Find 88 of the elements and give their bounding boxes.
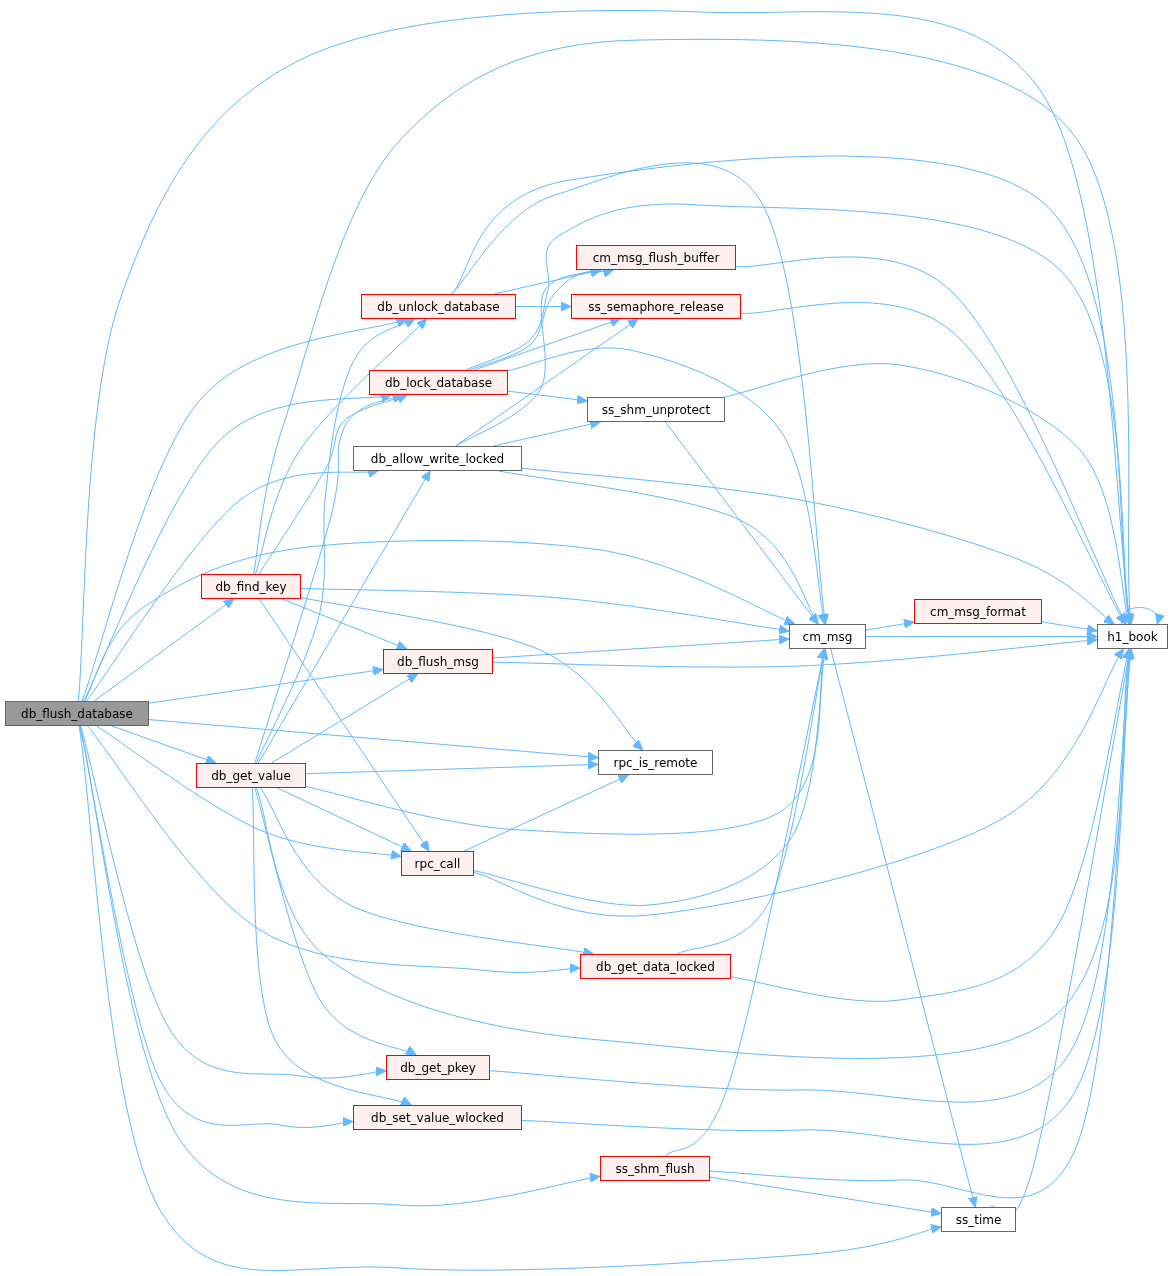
function-name: rpc_call [414, 856, 461, 871]
function-name: db_get_value [211, 768, 291, 783]
call-arrow [254, 787, 417, 1056]
call-arrow [454, 318, 639, 447]
call-arrow [521, 467, 1115, 625]
call-arrow [507, 347, 828, 625]
call-arrow [271, 673, 418, 764]
call-arrow [865, 618, 915, 631]
function-name: db_lock_database [384, 375, 493, 390]
function-box [600, 1156, 710, 1181]
function-box [353, 446, 522, 471]
call-arrow [255, 318, 416, 764]
function-name: db_unlock_database [377, 299, 500, 314]
call-arrow [111, 725, 217, 765]
call-arrow [830, 648, 978, 1208]
function-name: db_find_key [215, 579, 287, 594]
call-arrow [451, 162, 830, 625]
function-box [369, 370, 508, 395]
function-box [914, 599, 1042, 624]
function-box [361, 294, 516, 319]
function-name: rpc_is_remote [613, 755, 698, 770]
call-arrow [300, 587, 790, 635]
call-arrow [96, 725, 402, 861]
function-box [383, 649, 493, 674]
call-arrow [305, 648, 828, 835]
call-arrow [80, 725, 387, 1079]
function-box [576, 245, 736, 270]
function-box [386, 1055, 490, 1080]
call-arrow [251, 787, 412, 1107]
function-name: db_get_pkey [400, 1060, 476, 1075]
call-arrow [148, 665, 384, 704]
call-arrow [81, 317, 408, 702]
function-box [201, 574, 301, 599]
call-arrow [507, 390, 588, 405]
function-name: cm_msg_flush_buffer [592, 250, 720, 265]
call-arrow [93, 598, 235, 702]
function-name: db_flush_msg [397, 654, 479, 669]
call-arrow [84, 540, 796, 702]
function-name: ss_time [955, 1212, 1002, 1227]
call-arrow [664, 421, 819, 625]
function-box [5, 701, 149, 726]
call-arrow [492, 635, 1098, 668]
call-arrow [473, 317, 621, 371]
function-box [401, 851, 474, 876]
call-arrow [87, 725, 581, 974]
function-box [587, 397, 725, 422]
call-arrow [257, 470, 431, 764]
call-arrow [300, 597, 644, 751]
function-name: h1_book [1107, 629, 1158, 644]
call-arrow [724, 363, 1132, 625]
call-arrow [492, 634, 790, 659]
function-box [580, 954, 731, 979]
call-arrow [1041, 621, 1098, 635]
function-name: ss_shm_flush [615, 1161, 695, 1176]
call-arrow [258, 598, 430, 852]
function-box [353, 1105, 522, 1130]
function-name: db_flush_database [21, 706, 133, 721]
call-arrow [709, 1176, 942, 1217]
function-box [1097, 624, 1168, 649]
call-arrow [78, 725, 942, 1271]
function-name: ss_semaphore_release [588, 299, 724, 314]
function-name: db_set_value_wlocked [371, 1110, 504, 1125]
call-arrow [865, 631, 1098, 642]
call-arrow [709, 648, 1136, 1199]
function-name: db_get_data_locked [596, 959, 715, 974]
call-arrow [258, 393, 408, 575]
call-arrow [730, 648, 1132, 1002]
call-arrow [253, 38, 1136, 625]
call-arrow [255, 318, 427, 575]
function-box [598, 750, 713, 775]
call-arrow [473, 648, 1124, 917]
function-box [571, 294, 741, 319]
function-name: cm_msg [802, 629, 853, 644]
function-box [196, 763, 306, 788]
function-name: cm_msg_format [930, 604, 1026, 619]
call-arrow [305, 759, 599, 775]
call-arrow [79, 725, 601, 1207]
function-name: db_allow_write_locked [370, 451, 505, 466]
call-arrow [281, 598, 408, 650]
call-arrow [1120, 607, 1164, 625]
function-box [941, 1207, 1016, 1232]
call-arrow [464, 774, 629, 852]
call-arrow [148, 719, 599, 762]
call-arrow [473, 648, 829, 906]
call-arrow [277, 787, 412, 852]
call-arrow [515, 301, 572, 312]
function-name: ss_shm_unprotect [601, 402, 711, 417]
function-box [789, 624, 866, 649]
